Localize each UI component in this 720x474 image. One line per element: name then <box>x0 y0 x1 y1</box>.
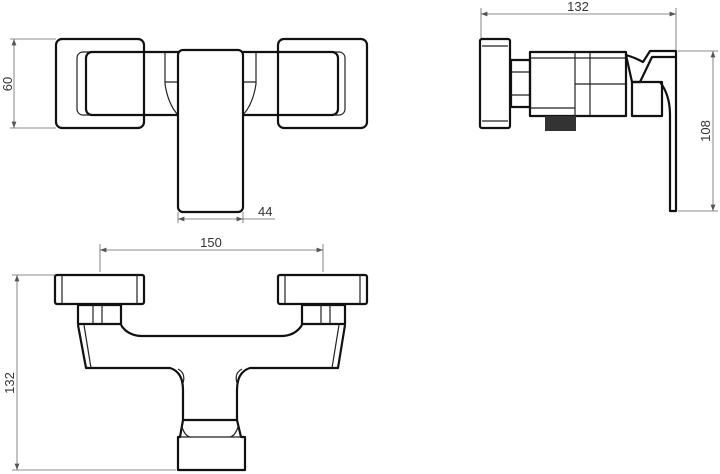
dimension-label-132-front: 132 <box>2 372 17 394</box>
outlet-connector <box>176 418 247 472</box>
dimension-label-44: 44 <box>258 204 272 219</box>
dimension-label-108: 108 <box>698 120 713 142</box>
front-right-nut <box>300 303 347 326</box>
side-nut <box>509 58 532 109</box>
cartridge-block <box>630 80 664 118</box>
dimension-label-150: 150 <box>200 235 222 250</box>
lever-top <box>624 49 678 84</box>
front-left-plate <box>53 273 146 306</box>
threaded-outlet <box>545 116 576 131</box>
left-wall-plate <box>54 37 146 130</box>
lever-handle <box>176 48 245 214</box>
side-lever <box>659 57 678 213</box>
front-right-plate <box>276 273 369 306</box>
top-view: 60 44 <box>0 37 369 223</box>
front-view: 150 132 <box>2 235 369 472</box>
dimension-label-60: 60 <box>0 77 15 91</box>
front-left-nut <box>76 303 123 326</box>
front-body <box>76 324 347 420</box>
right-wall-plate <box>276 37 369 130</box>
side-wall-plate <box>478 37 512 130</box>
dimension-label-132-side: 132 <box>567 0 589 14</box>
side-view: 132 108 <box>478 0 718 213</box>
